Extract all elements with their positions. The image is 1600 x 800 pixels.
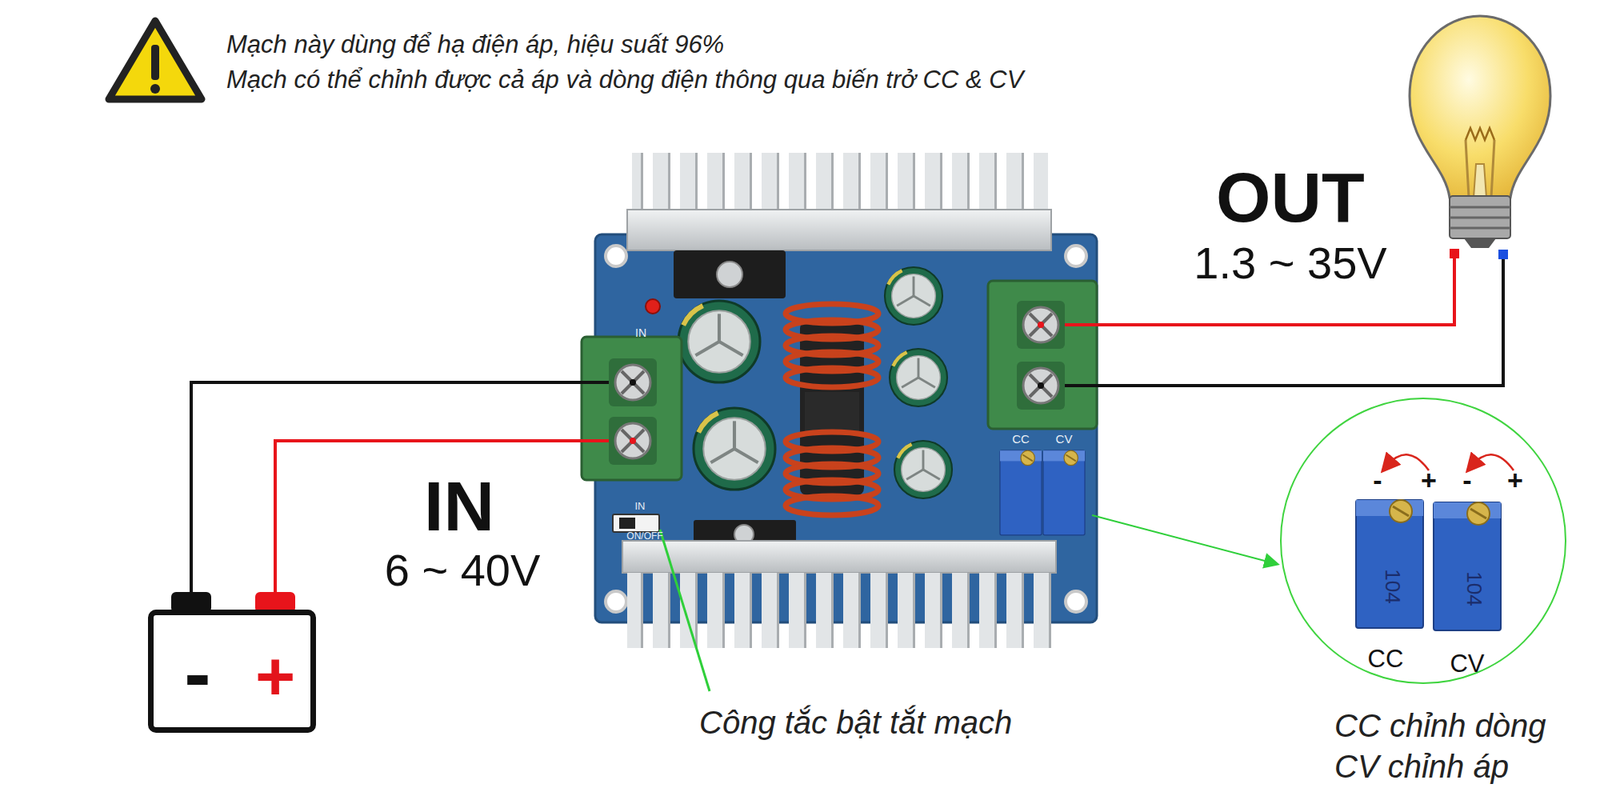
- note-text: Mạch này dùng để hạ điện áp, hiệu suất 9…: [226, 30, 724, 60]
- leader-line: [1092, 515, 1277, 564]
- terminal-marker: [1498, 249, 1508, 260]
- direction-sign: -: [1372, 466, 1382, 494]
- leader-line: [660, 529, 710, 692]
- silk-label: CC: [1012, 432, 1030, 446]
- pot-marking: 104: [1464, 571, 1485, 606]
- terminal-marker: [1449, 248, 1460, 259]
- wires: [191, 257, 1504, 596]
- direction-sign: -: [1462, 466, 1472, 494]
- silk-label: IN: [635, 500, 646, 513]
- warning-sign: [108, 20, 202, 100]
- callout-text: CC chỉnh dòng: [1334, 707, 1547, 744]
- silk-label: IN: [635, 326, 647, 340]
- silk-label: ON/OFF: [626, 531, 663, 543]
- voltage-range: 6 ~ 40V: [384, 544, 541, 596]
- input-title: IN: [424, 465, 495, 547]
- direction-sign: +: [1507, 466, 1524, 494]
- voltage-range: 1.3 ~ 35V: [1193, 237, 1387, 289]
- buck-converter-board: [581, 152, 1097, 648]
- pot-name: CC: [1368, 646, 1404, 672]
- pot-marking: 104: [1382, 568, 1404, 604]
- zoom-callout: -+-+CCCV: [1280, 397, 1567, 684]
- note-text: Mạch có thể chỉnh được cả áp và dòng điệ…: [226, 65, 1024, 95]
- callout-text: CV chỉnh áp: [1334, 748, 1509, 785]
- battery: -+: [148, 609, 316, 733]
- light-bulb: [1409, 16, 1551, 248]
- pot-name: CV: [1449, 651, 1484, 676]
- direction-sign: +: [1420, 466, 1437, 494]
- polarity-sign: +: [255, 641, 296, 711]
- output-title: OUT: [1216, 156, 1365, 238]
- silk-label: CV: [1056, 432, 1073, 446]
- callout-text: Công tắc bật tắt mạch: [699, 704, 1012, 741]
- polarity-sign: -: [184, 632, 211, 713]
